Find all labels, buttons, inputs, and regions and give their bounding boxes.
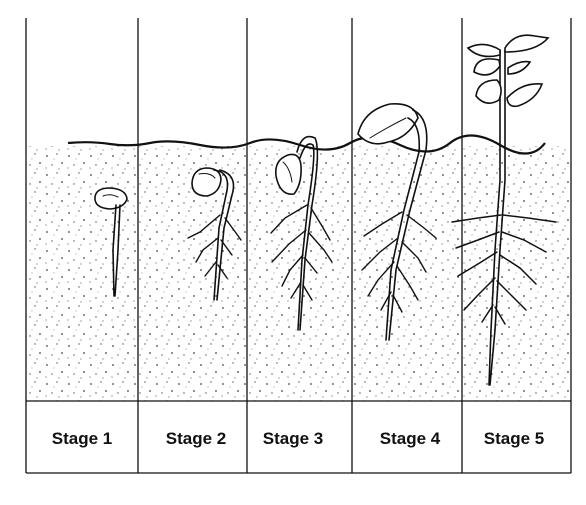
stage-5-leaf: [466, 43, 501, 58]
stage-grid: [25, 18, 572, 474]
stage-4-roots: [361, 211, 437, 313]
stage-2-seed: [191, 167, 222, 197]
stage-1-label: Stage 1: [51, 429, 113, 448]
stage-5-cotyledon: [475, 79, 502, 104]
stage-5-leaf: [473, 58, 501, 76]
stage-1-seed: [94, 187, 128, 210]
stage-5-label: Stage 5: [483, 429, 545, 448]
stage-2-roots: [187, 214, 242, 279]
stage-3-stem: [296, 135, 319, 331]
stage-3-label: Stage 3: [262, 429, 324, 448]
stage-4-seed: [357, 102, 419, 145]
stage-3-seed: [274, 153, 302, 195]
stage-5-leaf: [504, 34, 550, 53]
stage-4-seedling: [357, 102, 437, 341]
stage-2-stem: [213, 169, 235, 301]
stage-2-seedling: [187, 167, 242, 301]
stage-4-label: Stage 4: [379, 429, 441, 448]
stage-5-leaf: [507, 60, 532, 75]
stage-5-roots: [451, 214, 557, 325]
stage-5-seedling: [451, 34, 557, 386]
stage-1-radicle: [112, 204, 121, 297]
stage-5-stem: [488, 49, 506, 386]
stage-1-seedling: [94, 187, 128, 297]
stage-3-roots: [270, 204, 333, 301]
stage-3-seedling: [270, 135, 333, 331]
stage-5-cotyledon: [506, 82, 544, 108]
stage-4-stem: [385, 109, 428, 341]
stage-2-label: Stage 2: [165, 429, 227, 448]
